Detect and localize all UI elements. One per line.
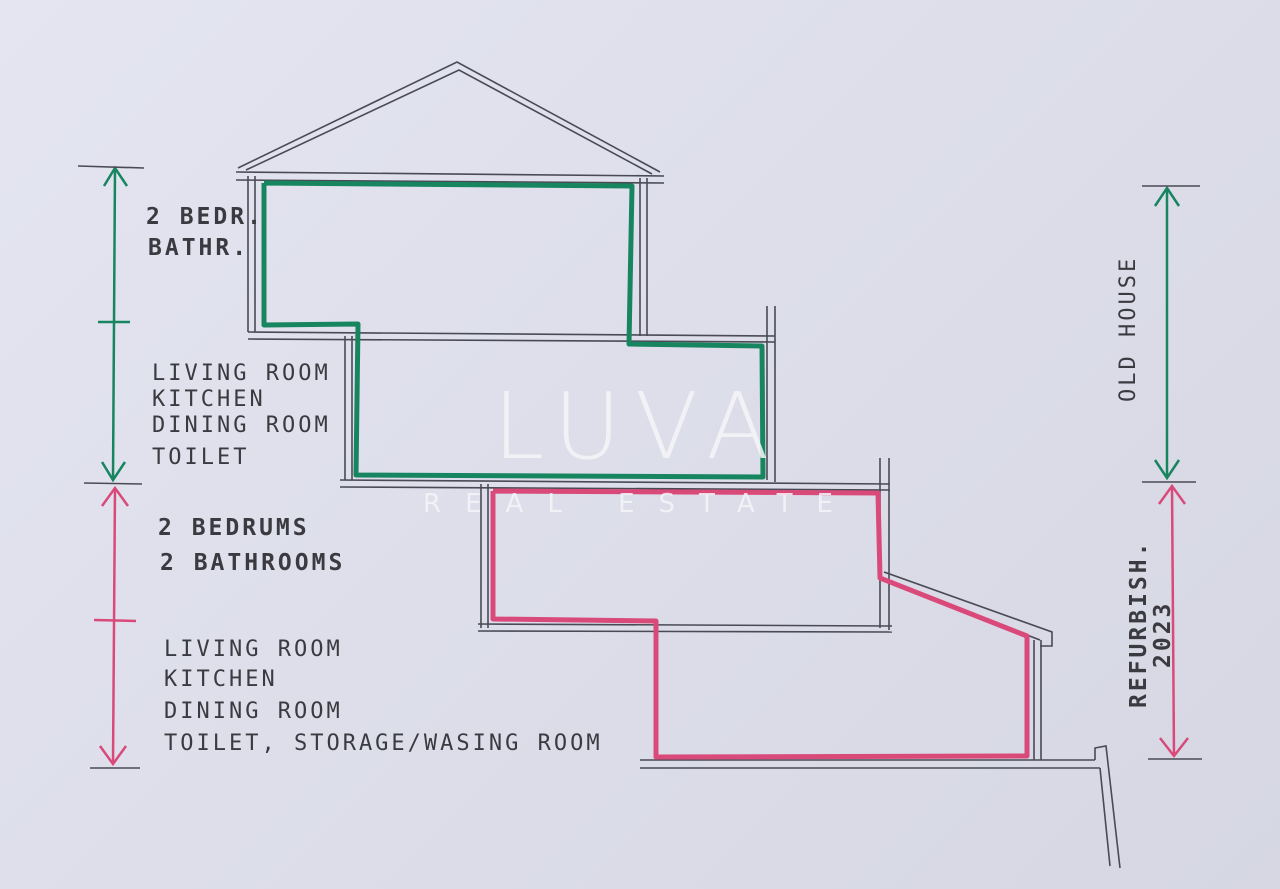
roof-inner-line <box>245 69 653 175</box>
arrow-down-icon <box>1153 459 1181 481</box>
dimension-line <box>111 487 117 765</box>
lower-floor-pencil <box>339 306 891 491</box>
arrow-down-icon <box>1159 737 1189 759</box>
arrow-up-icon <box>100 485 130 507</box>
pencil-floor <box>339 479 891 485</box>
label-refurbished-year: 2023 <box>1150 601 1176 668</box>
arrow-up-icon <box>102 165 129 187</box>
label-refurbished: REFURBISH. <box>1126 540 1152 708</box>
roof <box>235 61 665 184</box>
label-old-lower-floor: LIVING ROOM KITCHEN DINING ROOM TOILET <box>152 361 331 470</box>
dimension-extension <box>83 482 143 485</box>
roof-eave-line <box>235 171 665 177</box>
roof-outline <box>237 61 661 173</box>
label-line: KITCHEN <box>152 387 266 412</box>
old-house-outline <box>261 180 766 480</box>
arrow-up-icon <box>1157 483 1187 505</box>
label-old-upper-floor: 2 BEDR. BATHR. <box>146 204 264 261</box>
roof-eave-line-2 <box>235 179 665 184</box>
label-new-lower-floor: LIVING ROOM KITCHEN DINING ROOM TOILET, … <box>164 637 603 756</box>
arrow-up-icon <box>1153 185 1181 207</box>
label-line: TOILET <box>152 445 249 470</box>
label-line: 2 BEDR. <box>146 204 264 230</box>
pencil-floor <box>477 630 893 633</box>
watermark: LUVA REAL ESTATE <box>423 373 857 519</box>
dimension-line <box>1170 485 1176 757</box>
old-house-dimension-left <box>98 165 130 483</box>
arrow-down-icon <box>98 745 128 767</box>
label-line: LIVING ROOM <box>164 637 343 662</box>
pencil-floor <box>477 623 893 627</box>
refurbished-dimension-left <box>93 485 137 767</box>
watermark-logo: LUVA <box>493 373 783 480</box>
refurbished-outline <box>490 488 1030 760</box>
old-house-dimension-right <box>1153 185 1181 481</box>
pencil-floor <box>339 486 891 491</box>
label-line: DINING ROOM <box>152 413 331 438</box>
label-line: LIVING ROOM <box>152 361 331 386</box>
pencil-floor <box>247 338 776 343</box>
dimension-extension <box>77 165 145 169</box>
label-old-house: OLD HOUSE <box>1116 256 1141 402</box>
label-new-upper-floor: 2 BEDRUMS 2 BATHROOMS <box>158 515 345 576</box>
watermark-subtitle: REAL ESTATE <box>423 489 857 519</box>
label-line: DINING ROOM <box>164 699 343 724</box>
refurbished-dimension-right <box>1157 483 1189 759</box>
pencil-retaining-wall <box>1094 745 1121 869</box>
pencil-floor <box>247 331 776 337</box>
upper-floor-pencil <box>247 176 776 343</box>
label-line: TOILET, STORAGE/WASING ROOM <box>164 731 603 756</box>
label-line: KITCHEN <box>164 667 278 692</box>
label-line: 2 BEDRUMS <box>158 515 310 541</box>
new-lower-pencil <box>640 640 1121 869</box>
arrow-down-icon <box>100 461 127 483</box>
pencil-slope-roof <box>883 571 1053 647</box>
label-line: 2 BATHROOMS <box>160 550 345 576</box>
dimension-tick <box>93 618 137 623</box>
pencil-retaining-wall-2 <box>1099 767 1111 867</box>
label-line: BATHR. <box>148 235 249 261</box>
